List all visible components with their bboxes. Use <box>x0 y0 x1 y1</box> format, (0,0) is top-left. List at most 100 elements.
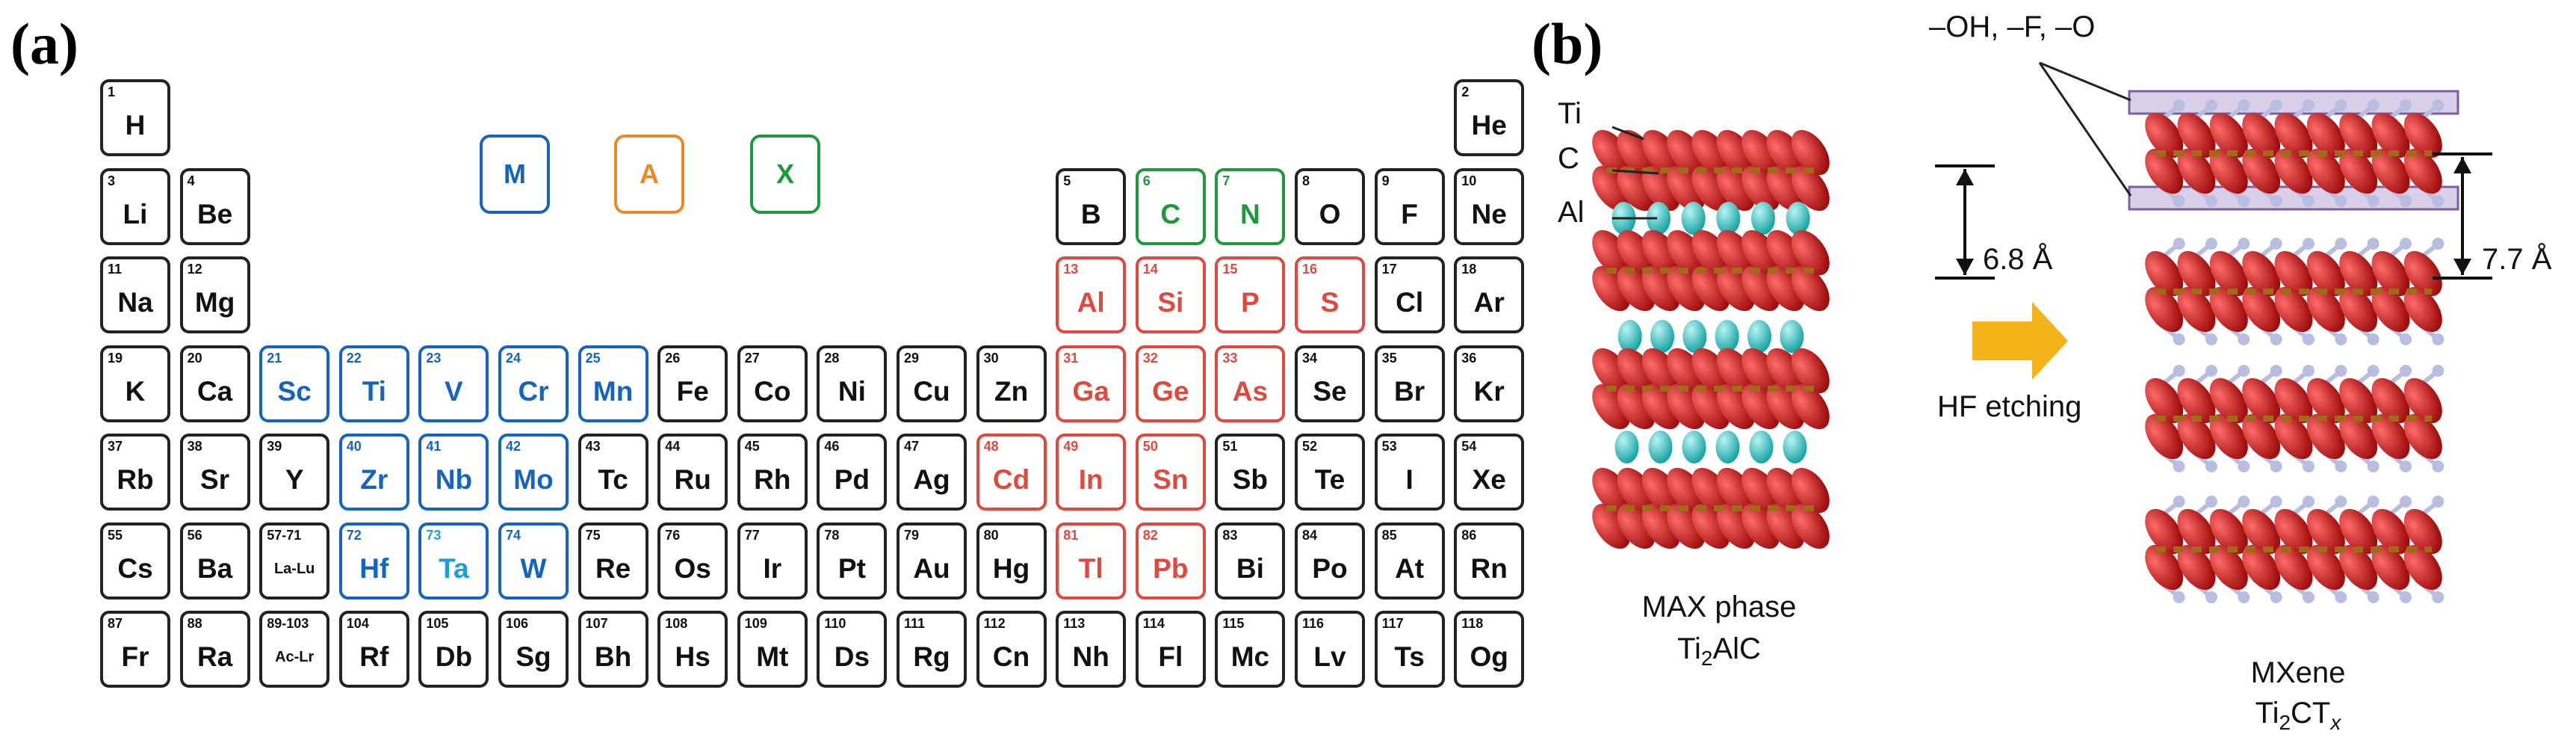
atomic-number: 42 <box>506 439 521 454</box>
atomic-number: 5 <box>1063 173 1071 188</box>
ti-atom <box>2403 377 2442 424</box>
atomic-number: 86 <box>1461 527 1477 543</box>
ti-atom <box>2339 413 2378 460</box>
atomic-number: 80 <box>983 527 999 543</box>
ti-atom <box>2242 112 2281 158</box>
al-atom <box>1786 202 1810 235</box>
element-symbol: Hs <box>675 641 710 672</box>
termination-atom <box>2303 238 2315 250</box>
ti-atom <box>2339 112 2378 158</box>
element-symbol: Rn <box>1470 552 1508 584</box>
al-atom <box>1682 320 1707 353</box>
element-symbol: Se <box>1313 375 1347 407</box>
termination-atom <box>2335 195 2347 207</box>
ti-atom <box>2371 250 2410 297</box>
atomic-number: 4 <box>187 173 195 188</box>
element-symbol: Mg <box>194 287 235 318</box>
atomic-number: 10 <box>1461 173 1477 188</box>
atomic-number: 26 <box>665 350 681 366</box>
element-symbol: Cn <box>992 641 1030 672</box>
atomic-number: 40 <box>346 439 362 454</box>
ti-atom <box>2209 508 2248 555</box>
termination-atom <box>2335 591 2347 603</box>
termination-atom <box>2238 591 2250 603</box>
ti-atom <box>2177 148 2216 194</box>
termination-atom <box>2335 460 2347 472</box>
atomic-number: 44 <box>665 439 681 454</box>
ti-atom <box>2242 508 2281 555</box>
element-symbol: Cs <box>117 552 153 584</box>
termination-atom <box>2173 99 2185 111</box>
element-symbol: Nb <box>435 464 473 495</box>
ti-atom <box>2209 377 2248 424</box>
termination-atom <box>2238 496 2250 508</box>
element-symbol: Y <box>285 464 304 495</box>
element-symbol: Nh <box>1072 641 1109 672</box>
mxene-structure <box>2128 90 2459 603</box>
element-symbol: Co <box>754 375 791 407</box>
ti-atom <box>2177 112 2216 158</box>
termination-atom <box>2335 496 2347 508</box>
atomic-number: 46 <box>824 439 840 454</box>
atomic-number: 37 <box>108 439 123 454</box>
process-arrow-icon <box>1972 302 2068 380</box>
element-symbol: Og <box>1470 641 1508 672</box>
ti-atom <box>2371 413 2410 460</box>
ti-atom <box>2403 508 2442 555</box>
termination-atom <box>2303 365 2315 377</box>
mxene-spacing-label: 7.7 Å <box>2482 243 2552 276</box>
ti-atom <box>2339 544 2378 591</box>
termination-atom <box>2432 365 2445 377</box>
mxene-formula: Ti2CTx <box>2255 697 2341 734</box>
element-symbol: Ds <box>834 641 870 672</box>
ti-atom <box>2371 377 2410 424</box>
atomic-number: 18 <box>1461 262 1477 277</box>
al-atom <box>1749 431 1774 463</box>
element-symbol: Os <box>674 552 711 584</box>
ti-atom <box>2371 286 2410 333</box>
element-symbol: Cl <box>1396 287 1424 318</box>
termination-atom <box>2367 99 2380 111</box>
termination-atom <box>2173 195 2185 207</box>
element-symbol: N <box>1240 198 1260 229</box>
ti-atom <box>2371 148 2410 194</box>
atomic-number: 12 <box>187 262 202 277</box>
atomic-number: 88 <box>187 616 202 631</box>
atomic-number: 15 <box>1222 262 1238 277</box>
al-atom <box>1650 320 1674 353</box>
termination-atom <box>2270 195 2282 207</box>
ti-atom <box>2177 413 2216 460</box>
termination-atom <box>2270 333 2282 345</box>
atomic-number: 112 <box>983 616 1006 631</box>
ti-atom <box>2209 544 2248 591</box>
al-layer <box>1614 431 1807 463</box>
element-symbol: Sr <box>200 464 230 495</box>
termination-atom <box>2238 365 2250 377</box>
element-symbol: Mo <box>513 464 554 495</box>
termination-atom <box>2335 365 2347 377</box>
max-spacing-dimension <box>1935 164 1995 280</box>
atomic-number: 35 <box>1381 350 1397 366</box>
element-symbol: H <box>125 110 146 141</box>
atomic-number: 2 <box>1461 84 1470 99</box>
ti-atom <box>2209 286 2248 333</box>
atomic-number: 41 <box>426 439 442 454</box>
termination-atom <box>2205 591 2217 603</box>
ti-atom <box>2177 508 2216 555</box>
element-symbol: Au <box>913 552 950 584</box>
element-symbol: Db <box>435 641 473 672</box>
